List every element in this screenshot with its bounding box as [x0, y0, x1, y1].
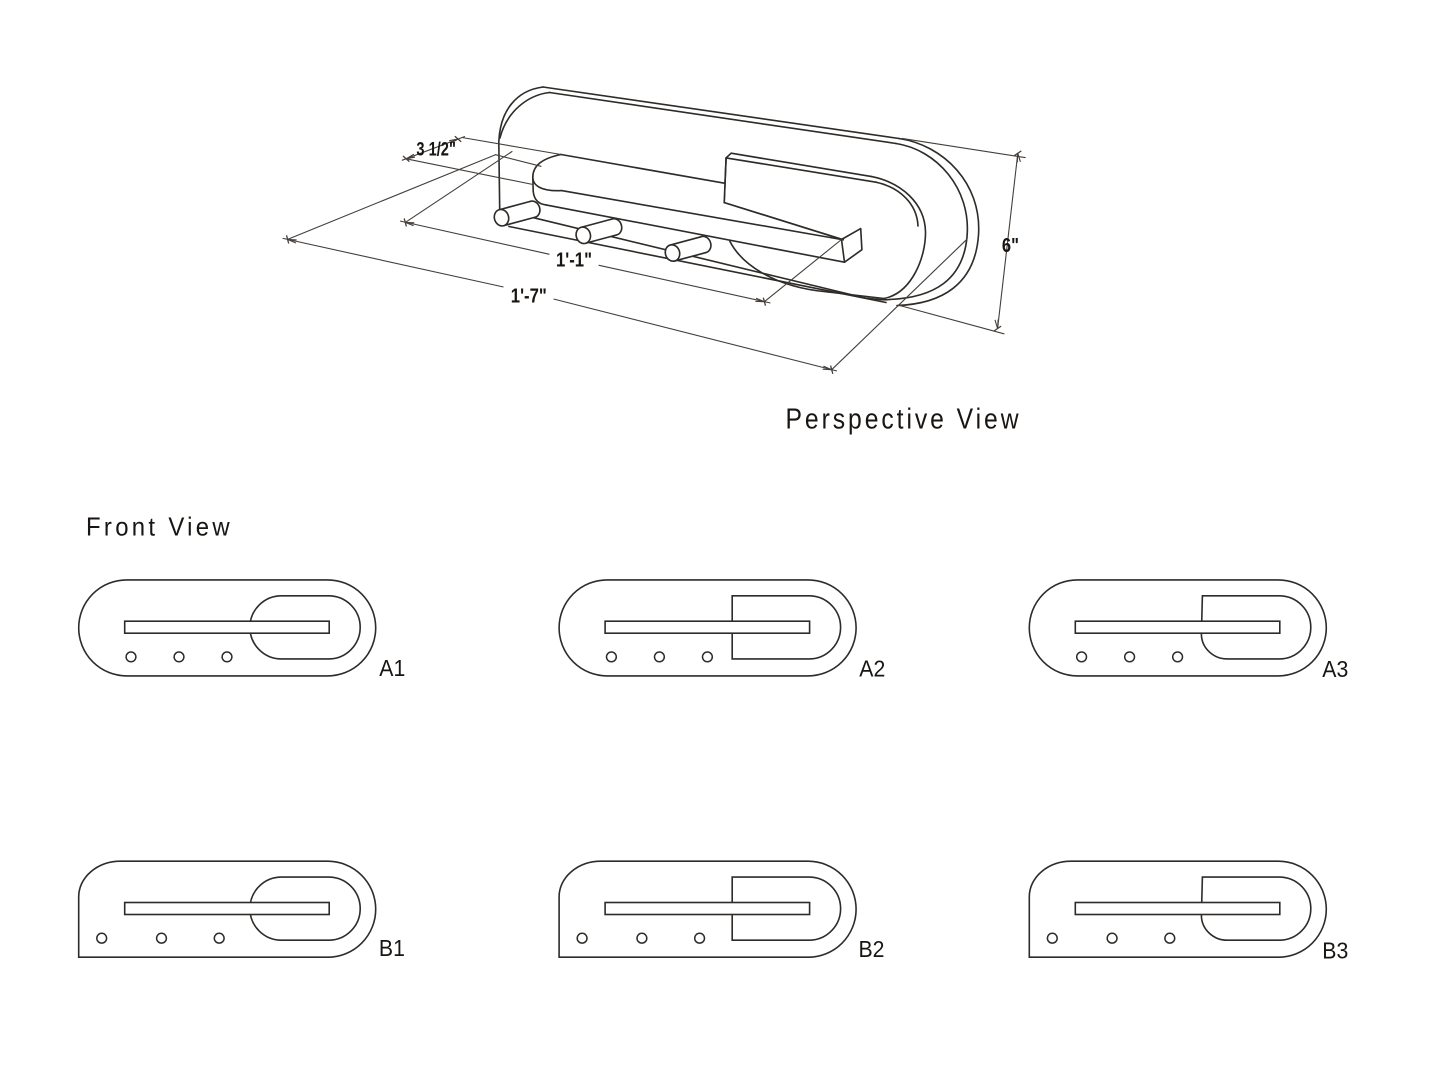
- svg-text:B3: B3: [1322, 937, 1348, 963]
- svg-text:A3: A3: [1322, 656, 1348, 682]
- svg-text:1'-7": 1'-7": [511, 286, 547, 308]
- svg-text:A2: A2: [859, 655, 885, 681]
- svg-text:6": 6": [1002, 235, 1019, 257]
- svg-text:1'-1": 1'-1": [556, 249, 592, 271]
- svg-text:B1: B1: [379, 935, 405, 961]
- svg-text:B2: B2: [859, 936, 885, 962]
- svg-text:3 1/2": 3 1/2": [416, 139, 456, 160]
- svg-text:A1: A1: [379, 655, 405, 681]
- svg-text:Perspective View: Perspective View: [786, 403, 1022, 435]
- svg-text:Front View: Front View: [86, 511, 233, 541]
